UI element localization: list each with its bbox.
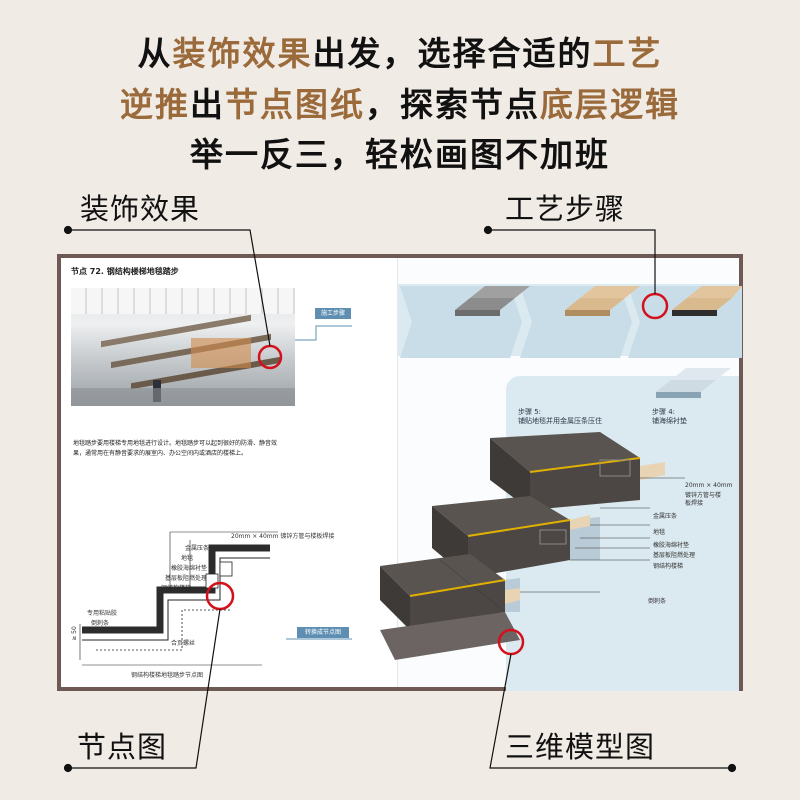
right-page: 步骤 1:焊接镀锌钢管 步骤 2:安装阻燃板 步骤 3:固定倒刺条 步骤 4:铺… [398, 258, 739, 691]
model-label: 基层板阻燃处理 [653, 552, 696, 559]
model-label: 金属压条 [653, 513, 678, 520]
step-5-label: 步骤 5:铺贴地毯并用金属压条压住 [518, 408, 602, 426]
model-label: 钢结构楼梯 [653, 563, 684, 570]
callout-3d-model: 三维模型图 [505, 730, 656, 764]
headline-highlight: 节点图纸 [225, 85, 365, 124]
step-2-label: 步骤 2:安装阻燃板 [542, 333, 577, 351]
drawing-label: 专用粘贴胶 [87, 610, 118, 617]
drawing-label: 倒刺条 [91, 620, 110, 627]
left-page: 节点 72. 钢结构楼梯地毯踏步 地毯踏步要用楼梯专用地毯进行设计。地毯踏步可以… [61, 258, 398, 687]
step-text: 铺贴地毯并用金属压条压住 [518, 417, 602, 425]
step-number: 步骤 2: [542, 333, 566, 341]
headline-line-2: 逆推出节点图纸，探索节点底层逻辑 [0, 78, 800, 126]
drawing-caption: 钢结构楼梯地毯踏步节点图 [131, 672, 204, 679]
dimension-label: ≥ 50 [70, 626, 78, 641]
drawing-label: 地毯 [181, 555, 194, 562]
construction-steps-badge: 施工步骤 [315, 308, 351, 319]
drawing-label: 20mm × 40mm 镀锌方管与楼板焊接 [231, 533, 335, 540]
headline-text: 出发，选择合适的 [312, 34, 593, 73]
drawing-label: 钢结构楼梯 [161, 585, 192, 592]
callout-process-steps: 工艺步骤 [505, 192, 626, 226]
drawing-label: 金属压条 [185, 545, 210, 552]
convert-to-node-badge: 转换成节点图 [297, 627, 349, 638]
drawing-label: 基层板阻燃处理 [165, 575, 208, 582]
photo-description-1: 地毯踏步要用楼梯专用地毯进行设计。地毯踏步可以起到很好的防滑、静音效 [73, 440, 278, 447]
callout-decor-effect: 装饰效果 [80, 192, 201, 226]
headline-line-3: 举一反三，轻松画图不加班 [190, 135, 610, 174]
book-spread: 节点 72. 钢结构楼梯地毯踏步 地毯踏步要用楼梯专用地毯进行设计。地毯踏步可以… [57, 254, 743, 691]
step-1-label: 步骤 1:焊接镀锌钢管 [433, 333, 475, 351]
model-label: 地毯 [653, 529, 666, 536]
drawing-label: 合页螺丝 [171, 640, 196, 647]
step-3-label: 步骤 3:固定倒刺条 [652, 333, 687, 351]
step-number: 步骤 1: [433, 333, 457, 341]
headline-text: 从 [137, 34, 173, 73]
step-text: 铺海绵衬垫 [652, 417, 687, 425]
photo-description-2: 果，通常用在有静音要求的展室内、办公空间内或酒店的楼梯上。 [73, 450, 248, 457]
headline-text: ，探索节点 [365, 85, 540, 124]
model-label: 橡胶海绵衬垫 [653, 542, 690, 549]
headline-highlight: 逆推 [120, 85, 190, 124]
model-label: 倒刺条 [648, 598, 667, 605]
headline-text: 出 [190, 85, 225, 124]
step-number: 步骤 5: [518, 408, 542, 416]
step-text: 安装阻燃板 [542, 342, 577, 350]
model-label: 20mm × 40mm [685, 482, 733, 489]
node-title: 节点 72. 钢结构楼梯地毯踏步 [71, 267, 179, 276]
headline-line-1: 从装饰效果出发，选择合适的工艺 [0, 27, 800, 75]
headline-highlight: 装饰效果 [172, 34, 313, 73]
step-number: 步骤 4: [652, 408, 676, 416]
interior-photo [71, 288, 295, 406]
step-text: 固定倒刺条 [652, 342, 687, 350]
headline-highlight: 工艺 [592, 34, 663, 73]
callout-node-drawing: 节点图 [77, 730, 168, 764]
headline-highlight: 底层逻辑 [540, 85, 680, 124]
step-text: 焊接镀锌钢管 [433, 342, 475, 350]
drawing-label: 橡胶海绵衬垫 [171, 565, 208, 572]
model-label: 板焊接 [685, 500, 704, 507]
step-number: 步骤 3: [652, 333, 676, 341]
step-4-label: 步骤 4:铺海绵衬垫 [652, 408, 687, 426]
model-label: 镀锌方管与楼 [685, 492, 722, 499]
